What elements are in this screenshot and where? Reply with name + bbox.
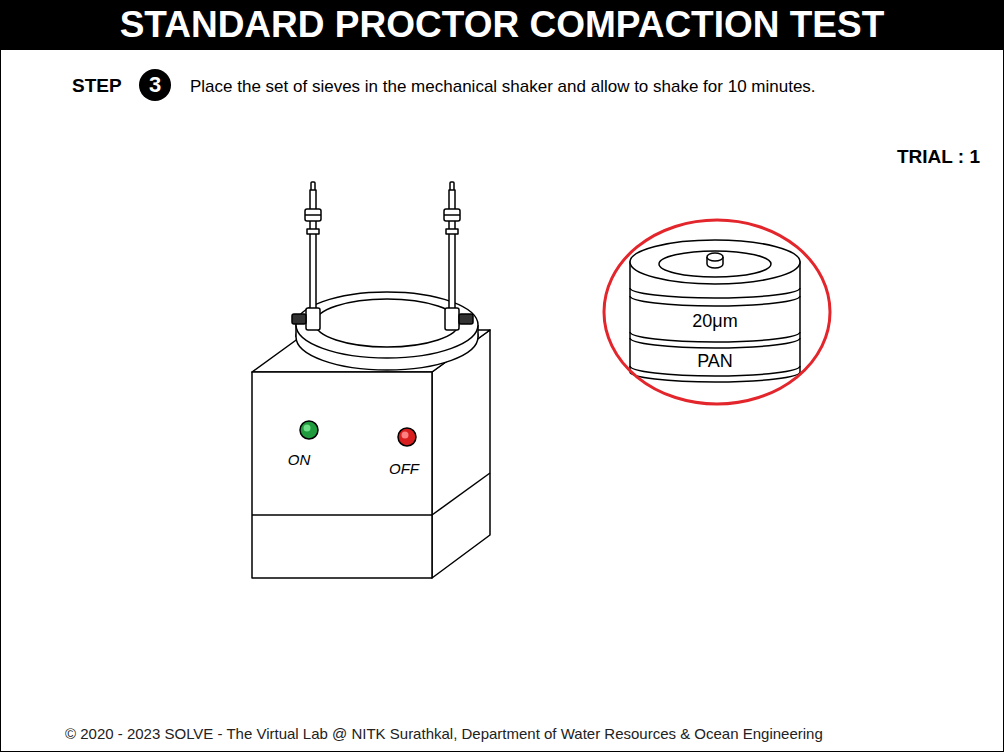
trial-label: TRIAL : 1 bbox=[897, 146, 980, 168]
clamp-screw bbox=[292, 314, 306, 324]
step-label: STEP bbox=[72, 75, 122, 97]
sieve-label: 20μm bbox=[692, 312, 737, 332]
sieve-rim bbox=[630, 288, 800, 298]
highlight-ellipse bbox=[604, 220, 830, 404]
shaker-side bbox=[432, 330, 490, 578]
lid-inner-ring bbox=[659, 251, 771, 277]
sieve-rim bbox=[630, 332, 800, 342]
platform-ring bbox=[315, 299, 459, 347]
on-button bbox=[300, 421, 318, 439]
shaker-base-line bbox=[432, 473, 490, 515]
copyright-footer: © 2020 - 2023 SOLVE - The Virtual Lab @ … bbox=[65, 725, 823, 742]
button-label: OFF bbox=[389, 460, 419, 477]
shaker-front bbox=[252, 372, 432, 578]
off-button bbox=[398, 428, 416, 446]
rod-nut-line bbox=[444, 214, 460, 216]
sieve-label: PAN bbox=[697, 352, 733, 372]
instruction-text: Place the set of sieves in the mechanica… bbox=[190, 77, 816, 97]
sieve-band: 20μm bbox=[650, 304, 780, 340]
title-bar bbox=[0, 0, 1004, 50]
button-label: ON bbox=[288, 451, 311, 468]
rod-clamp bbox=[306, 308, 320, 330]
sieve-shaker bbox=[252, 182, 490, 578]
button-highlight bbox=[304, 425, 311, 432]
shaker-base-line bbox=[252, 514, 432, 516]
clamp-screw bbox=[459, 314, 473, 324]
step-number-circle: 3 bbox=[139, 69, 171, 101]
sieve-lid bbox=[630, 240, 800, 284]
sieve-rim bbox=[630, 296, 800, 306]
button-highlight bbox=[402, 432, 409, 439]
rod-nut bbox=[444, 209, 460, 221]
lid-knob-top bbox=[707, 253, 723, 261]
sieve-stack bbox=[630, 240, 800, 382]
rod-collar bbox=[446, 229, 458, 234]
page-title: STANDARD PROCTOR COMPACTION TEST bbox=[120, 4, 885, 47]
rod-clamp bbox=[445, 308, 459, 330]
pan-band: PAN bbox=[650, 346, 780, 378]
rod-nut bbox=[305, 209, 321, 221]
sieve-rim bbox=[630, 338, 800, 348]
rod-nut-line bbox=[305, 214, 321, 216]
step-number: 3 bbox=[149, 73, 161, 97]
rod-collar bbox=[307, 229, 319, 234]
